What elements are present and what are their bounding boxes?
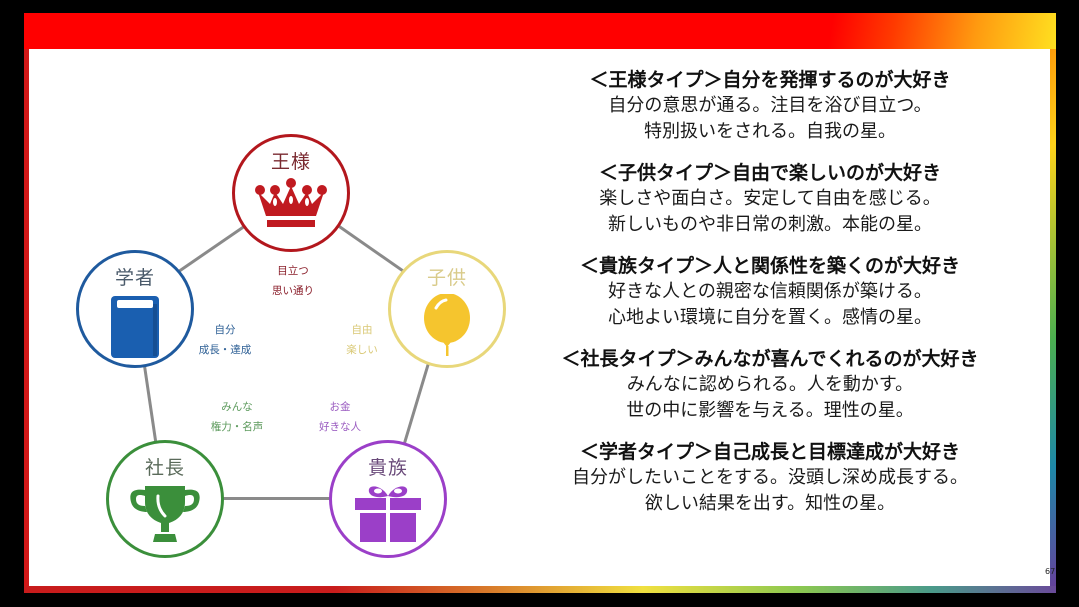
description-line: 自分がしたいことをする。没頭し深め成長する。 (572, 467, 968, 488)
gift-icon (353, 484, 423, 546)
description-scholar: ＜学者タイプ＞自己成長と目標達成が大好き 自分がしたいことをする。没頭し深め成長… (520, 439, 1020, 517)
crown-icon (254, 178, 328, 234)
description-line: 世の中に影響を与える。理性の星。 (626, 400, 914, 421)
inner-label-king: 目立つ 思い通り (272, 265, 314, 297)
node-king: 王様 (232, 134, 350, 252)
node-scholar-label: 学者 (114, 267, 155, 289)
balloon-icon (422, 293, 472, 360)
node-president-label: 社長 (144, 457, 185, 479)
description-title: ＜学者タイプ＞自己成長と目標達成が大好き (579, 441, 960, 463)
description-line: 自分の意思が通る。注目を浴び目立つ。 (608, 95, 932, 116)
title-band (24, 13, 1056, 49)
inner-label-child: 自由 楽しい (346, 324, 378, 356)
description-president: ＜社長タイプ＞みんなが喜んでくれるのが大好き みんなに認められる。人を動かす。 … (520, 346, 1020, 424)
inner-label-president: みんな 権力・名声 (210, 401, 264, 433)
bottom-gradient-band (24, 586, 1056, 593)
inner-label-scholar: 自分 成長・達成 (198, 324, 252, 356)
description-line: 新しいものや非日常の刺激。本能の星。 (608, 214, 932, 235)
description-line: 欲しい結果を出す。知性の星。 (644, 493, 896, 514)
node-king-label: 王様 (270, 151, 311, 173)
description-title: ＜子供タイプ＞自由で楽しいのが大好き (598, 162, 941, 184)
description-line: 特別扱いをされる。自我の星。 (644, 121, 896, 142)
node-child: 子供 (388, 250, 506, 368)
description-king: ＜王様タイプ＞自分を発揮するのが大好き 自分の意思が通る。注目を浴び目立つ。 特… (520, 67, 1020, 145)
description-line: 楽しさや面白さ。安定して自由を感じる。 (599, 188, 941, 209)
trophy-icon (127, 484, 203, 548)
node-noble-label: 貴族 (367, 457, 408, 479)
page-number: 67 (1045, 567, 1056, 576)
node-scholar: 学者 (76, 250, 194, 368)
description-title: ＜社長タイプ＞みんなが喜んでくれるのが大好き (561, 348, 979, 370)
description-title: ＜貴族タイプ＞人と関係性を築くのが大好き (579, 255, 960, 277)
type-descriptions: ＜王様タイプ＞自分を発揮するのが大好き 自分の意思が通る。注目を浴び目立つ。 特… (520, 67, 1020, 532)
description-line: みんなに認められる。人を動かす。 (626, 374, 914, 395)
description-line: 好きな人との親密な信頼関係が築ける。 (608, 281, 932, 302)
description-title: ＜王様タイプ＞自分を発揮するのが大好き (589, 69, 951, 91)
node-noble: 貴族 (329, 440, 447, 558)
inner-label-noble: お金 好きな人 (319, 401, 361, 433)
book-icon (109, 294, 161, 364)
node-child-label: 子供 (426, 267, 467, 289)
description-noble: ＜貴族タイプ＞人と関係性を築くのが大好き 好きな人との親密な信頼関係が築ける。 … (520, 253, 1020, 331)
node-president: 社長 (106, 440, 224, 558)
description-line: 心地よい環境に自分を置く。感情の星。 (608, 307, 932, 328)
description-child: ＜子供タイプ＞自由で楽しいのが大好き 楽しさや面白さ。安定して自由を感じる。 新… (520, 160, 1020, 238)
edge-noble-president (164, 497, 388, 500)
